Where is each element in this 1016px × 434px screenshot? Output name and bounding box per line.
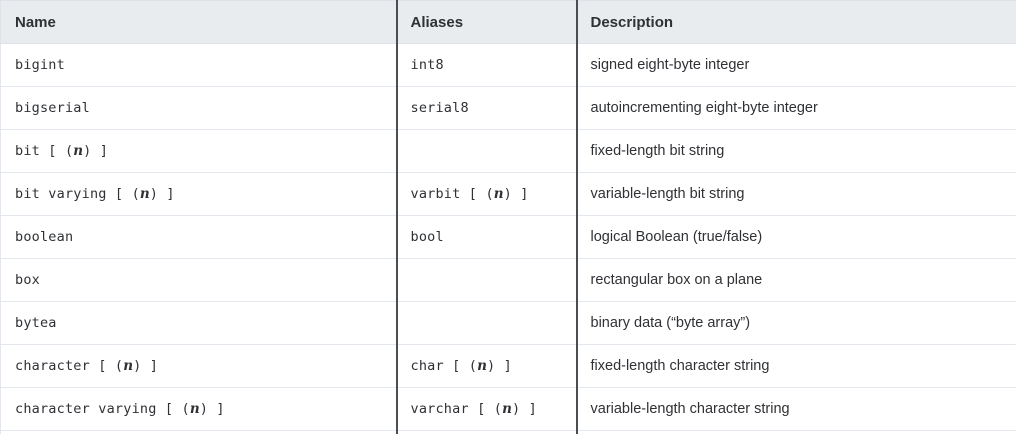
description-text: signed eight-byte integer bbox=[590, 57, 750, 73]
table-row: bigint int8 signed eight-byte integer bbox=[0, 43, 1016, 87]
cell-aliases: serial8 bbox=[395, 86, 577, 130]
type-literal: int8 bbox=[410, 57, 444, 73]
type-literal: character varying [ ( bbox=[15, 401, 190, 417]
cell-description: fixed-length character string bbox=[575, 344, 1016, 388]
cell-name: character varying [ (n) ] bbox=[0, 387, 397, 431]
type-parameter: n bbox=[139, 186, 150, 202]
column-header-aliases: Aliases bbox=[395, 0, 577, 44]
type-literal: ) ] bbox=[83, 143, 109, 159]
type-literal: ) ] bbox=[511, 401, 537, 417]
cell-aliases: int8 bbox=[395, 43, 577, 87]
type-parameter: n bbox=[493, 186, 504, 202]
table-row: bytea binary data (“byte array”) bbox=[0, 301, 1016, 345]
type-literal: ) ] bbox=[199, 401, 225, 417]
cell-description: signed eight-byte integer bbox=[575, 43, 1016, 87]
type-literal: char [ ( bbox=[410, 358, 478, 374]
cell-name: character [ (n) ] bbox=[0, 344, 397, 388]
cell-aliases bbox=[395, 430, 577, 434]
type-literal: ) ] bbox=[149, 186, 175, 202]
cell-name: boolean bbox=[0, 215, 397, 259]
column-header-name: Name bbox=[0, 0, 397, 44]
cell-aliases bbox=[395, 129, 577, 173]
table-row: cidr IPv4 or IPv6 network address bbox=[0, 430, 1016, 434]
type-literal: ) ] bbox=[503, 186, 529, 202]
cell-aliases: varchar [ (n) ] bbox=[395, 387, 577, 431]
type-literal: character [ ( bbox=[15, 358, 124, 374]
cell-name: cidr bbox=[0, 430, 397, 434]
type-literal: box bbox=[15, 272, 40, 288]
description-text: logical Boolean (true/false) bbox=[590, 229, 763, 245]
cell-description: IPv4 or IPv6 network address bbox=[575, 430, 1016, 434]
cell-aliases: char [ (n) ] bbox=[395, 344, 577, 388]
cell-description: binary data (“byte array”) bbox=[575, 301, 1016, 345]
table-row: bigserial serial8 autoincrementing eight-b… bbox=[0, 86, 1016, 130]
cell-aliases: bool bbox=[395, 215, 577, 259]
cell-aliases bbox=[395, 301, 577, 345]
cell-name: box bbox=[0, 258, 397, 302]
table-row: bit varying [ (n) ]varbit [ (n) ]variabl… bbox=[0, 172, 1016, 216]
table-row: character [ (n) ]char [ (n) ]fixed-lengt… bbox=[0, 344, 1016, 388]
type-literal: bigint bbox=[15, 57, 65, 73]
type-literal: bytea bbox=[15, 315, 57, 331]
type-literal: bit varying [ ( bbox=[15, 186, 140, 202]
type-literal: ) ] bbox=[486, 358, 512, 374]
type-literal: serial8 bbox=[410, 100, 469, 116]
type-parameter: n bbox=[123, 358, 134, 374]
type-parameter: n bbox=[189, 401, 200, 417]
cell-description: variable-length character string bbox=[575, 387, 1016, 431]
cell-aliases: varbit [ (n) ] bbox=[395, 172, 577, 216]
description-text: autoincrementing eight-byte integer bbox=[590, 100, 818, 116]
type-literal: bigserial bbox=[15, 100, 90, 116]
type-literal: bool bbox=[410, 229, 444, 245]
cell-aliases bbox=[395, 258, 577, 302]
cell-description: variable-length bit string bbox=[575, 172, 1016, 216]
type-parameter: n bbox=[477, 358, 487, 374]
cell-description: rectangular box on a plane bbox=[575, 258, 1016, 302]
table-row: boolean bool logical Boolean (true/false) bbox=[0, 215, 1016, 259]
table-row: bit [ (n) ] fixed-length bit string bbox=[0, 129, 1016, 173]
description-text: variable-length bit string bbox=[590, 186, 745, 202]
description-text: variable-length character string bbox=[590, 401, 790, 417]
cell-name: bit varying [ (n) ] bbox=[0, 172, 397, 216]
table-header-row: Name Aliases Description bbox=[0, 0, 1016, 44]
type-literal: bit [ ( bbox=[15, 143, 74, 159]
cell-name: bytea bbox=[0, 301, 397, 345]
column-header-description: Description bbox=[575, 0, 1016, 44]
type-literal: boolean bbox=[15, 229, 74, 245]
table-row: box rectangular box on a plane bbox=[0, 258, 1016, 302]
type-parameter: n bbox=[73, 143, 84, 159]
cell-name: bigint bbox=[0, 43, 397, 87]
cell-description: autoincrementing eight-byte integer bbox=[575, 86, 1016, 130]
description-text: fixed-length character string bbox=[590, 358, 770, 374]
type-parameter: n bbox=[502, 401, 512, 417]
description-text: fixed-length bit string bbox=[590, 143, 725, 159]
type-literal: varchar [ ( bbox=[410, 401, 503, 417]
description-text: binary data (“byte array”) bbox=[590, 315, 751, 331]
cell-name: bigserial bbox=[0, 86, 397, 130]
description-text: rectangular box on a plane bbox=[590, 272, 763, 288]
type-literal: ) ] bbox=[133, 358, 159, 374]
cell-name: bit [ (n) ] bbox=[0, 129, 397, 173]
cell-description: fixed-length bit string bbox=[575, 129, 1016, 173]
type-literal: varbit [ ( bbox=[410, 186, 494, 202]
table-header: Name Aliases Description bbox=[0, 0, 1016, 44]
table-row: character varying [ (n) ]varchar [ (n) ]… bbox=[0, 387, 1016, 431]
table-body: bigint int8 signed eight-byte integer bigse… bbox=[0, 43, 1016, 434]
cell-description: logical Boolean (true/false) bbox=[575, 215, 1016, 259]
